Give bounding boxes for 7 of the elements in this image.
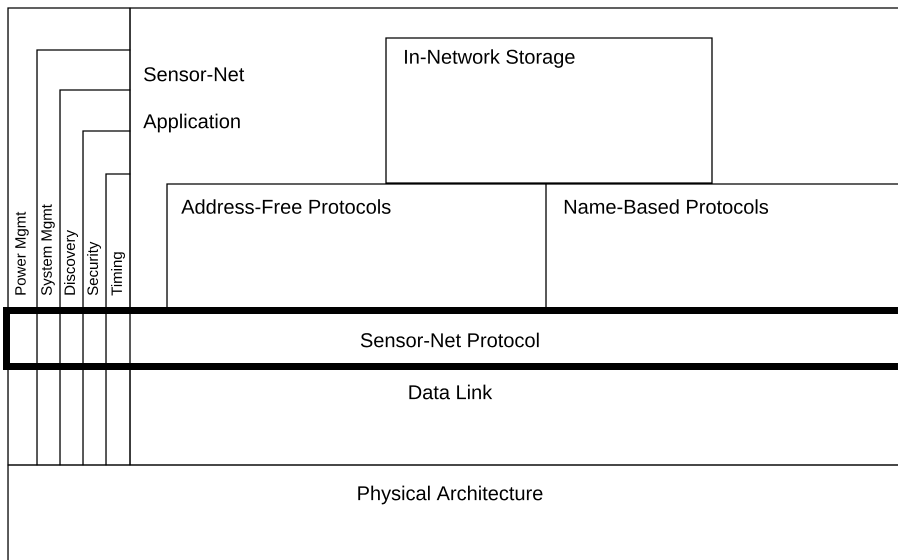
layer-box: Data Link	[129, 369, 898, 466]
layer-box: Physical Architecture	[7, 464, 898, 560]
layer-box: In-Network Storage	[385, 37, 713, 184]
service-column: Timing	[105, 173, 131, 466]
protocol-box: Sensor-Net Protocol	[3, 307, 898, 370]
layer-box: Name-Based Protocols	[545, 183, 898, 214]
layer-box: Address-Free Protocols	[166, 183, 547, 308]
